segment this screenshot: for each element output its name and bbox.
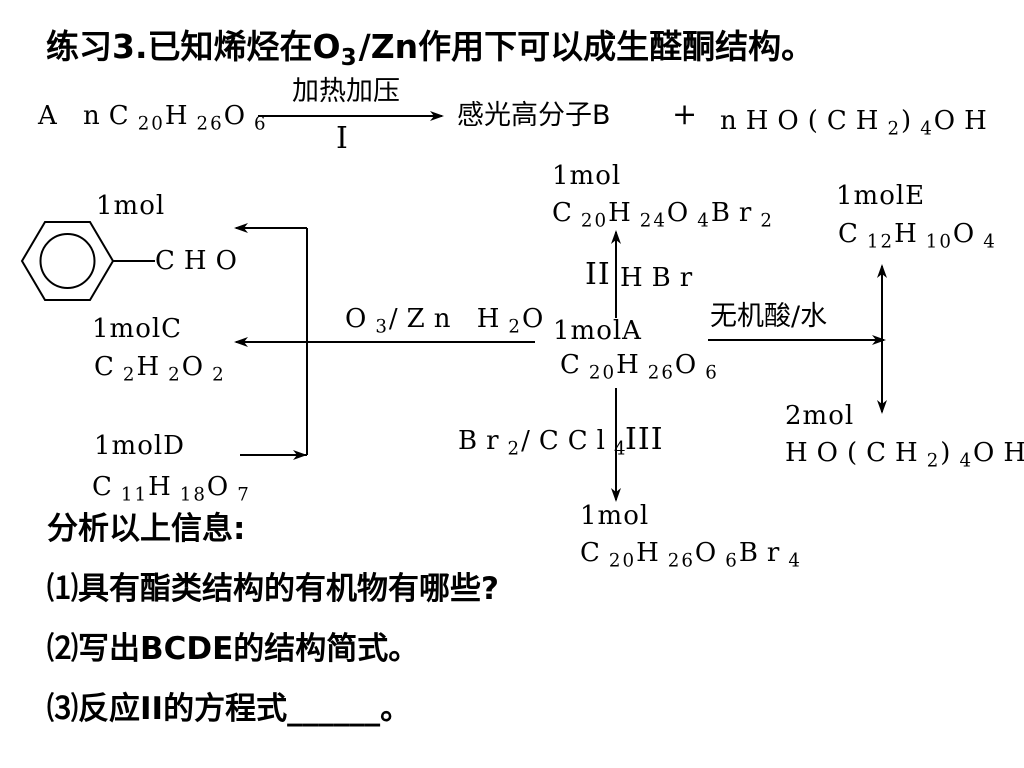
compound-a-formula: C20H26O6 (560, 350, 719, 384)
title: 练习3.已知烯烃在O3/Zn作用下可以成生醛酮结构。 (46, 27, 815, 71)
diol-mol: 2mol (785, 401, 855, 431)
benzaldehyde-mol: 1mol (96, 191, 166, 221)
plus-sign: + (672, 97, 699, 132)
bottom-product-mol: 1mol (580, 501, 650, 531)
compound-c-formula: C2H2O2 (94, 352, 226, 386)
compound-d-mol: 1molD (94, 431, 186, 461)
analysis-heading: 分析以上信息: (47, 511, 246, 547)
diol-formula: HO(CH2)4OH (785, 438, 1024, 472)
bottom-product-formula: C20H26O6Br4 (580, 538, 802, 572)
question-2: ⑵写出BCDE的结构简式。 (47, 631, 420, 667)
reagent-hbr: HBr (620, 263, 702, 293)
compound-e-mol: 1molE (836, 181, 926, 211)
product-b: 感光高分子B (457, 100, 611, 131)
question-3: ⑶反应II的方程式______。 (47, 691, 412, 727)
aldehyde-group: CHO (155, 246, 246, 276)
compound-c-mol: 1molC (92, 314, 183, 344)
compound-d-formula: C11H18O7 (92, 472, 251, 506)
byproduct-formula: nHO(CH2)4OH (720, 106, 996, 140)
ozonolysis-condition: O3/Zn H2O (345, 304, 553, 338)
top-product-formula: C20H24O4Br2 (552, 198, 774, 232)
reagent-br2-ccl4: Br2/CCl4 (458, 426, 628, 460)
reactant-formula: A nC20H26O6 (38, 101, 268, 135)
benzene-ring (20, 221, 155, 301)
compound-a-mol: 1molA (553, 316, 642, 346)
step-label-1: I (336, 121, 349, 156)
arrow-head-d (293, 450, 307, 460)
step-label-3: III (625, 422, 664, 457)
hydrolysis-condition: 无机酸/水 (710, 301, 828, 332)
question-1: ⑴具有酯类结构的有机物有哪些? (47, 571, 499, 607)
compound-e-formula: C12H10O4 (838, 219, 997, 253)
top-product-mol: 1mol (552, 161, 622, 191)
step-label-2: II (585, 257, 611, 292)
condition-heat-pressure: 加热加压 (292, 76, 400, 107)
